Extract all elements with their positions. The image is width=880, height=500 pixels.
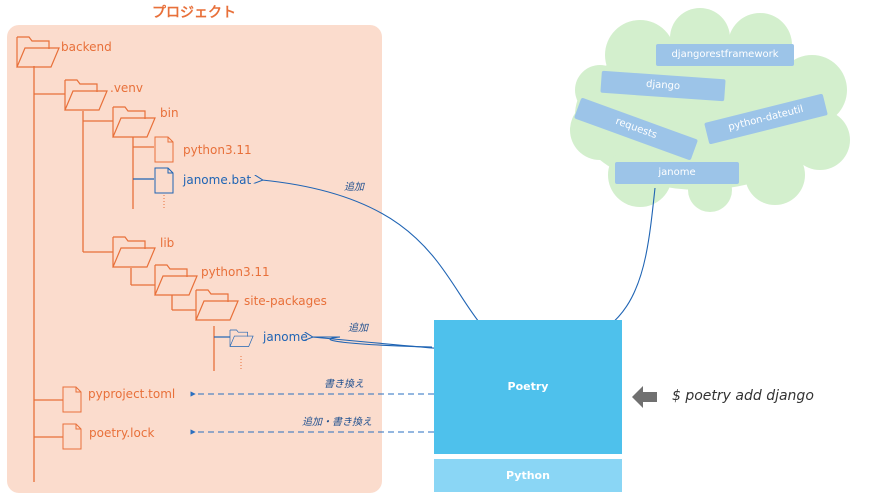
tree-item-pyproject[interactable]: pyproject.toml: [88, 387, 176, 401]
tree-item-python-lib[interactable]: python3.11: [201, 265, 270, 279]
tree-item-janome-pkg[interactable]: janome: [263, 330, 308, 344]
tree-item-bin[interactable]: bin: [160, 106, 179, 120]
tree-lines: [33, 66, 215, 482]
tree-item-janome-bat[interactable]: janome.bat: [183, 173, 252, 187]
file-icon: [154, 167, 174, 194]
poetry-box: Poetry: [434, 320, 622, 454]
command-arrow-icon: [632, 386, 657, 408]
tree-item-site-packages[interactable]: site-packages: [244, 294, 327, 308]
python-label: Python: [506, 469, 550, 482]
annotation-rewrite-pyproject: 書き換え: [324, 379, 364, 390]
install-curve-pkg: [313, 336, 433, 348]
annotation-add-pkg: 追加: [348, 323, 368, 334]
python-box: Python: [434, 459, 622, 492]
annotation-add-rewrite-lock: 追加・書き換え: [302, 417, 372, 428]
tree-item-poetry-lock[interactable]: poetry.lock: [89, 426, 155, 440]
file-icon: [62, 423, 82, 450]
poetry-label: Poetry: [507, 380, 549, 393]
tree-item-lib[interactable]: lib: [160, 236, 175, 250]
file-icon: [62, 386, 82, 413]
tree-item-python-bin[interactable]: python3.11: [183, 143, 252, 157]
command-text: $ poetry add django: [672, 388, 814, 404]
tree-item-backend[interactable]: backend: [61, 40, 112, 54]
annotation-add-bat: 追加: [344, 182, 364, 193]
project-title: プロジェクト: [152, 5, 236, 21]
project-panel: [7, 25, 382, 493]
file-icon: [154, 136, 174, 163]
package-djangorestframework: djangorestframework: [656, 44, 794, 66]
tree-item-venv[interactable]: .venv: [110, 81, 144, 95]
package-janome: janome: [615, 162, 739, 184]
